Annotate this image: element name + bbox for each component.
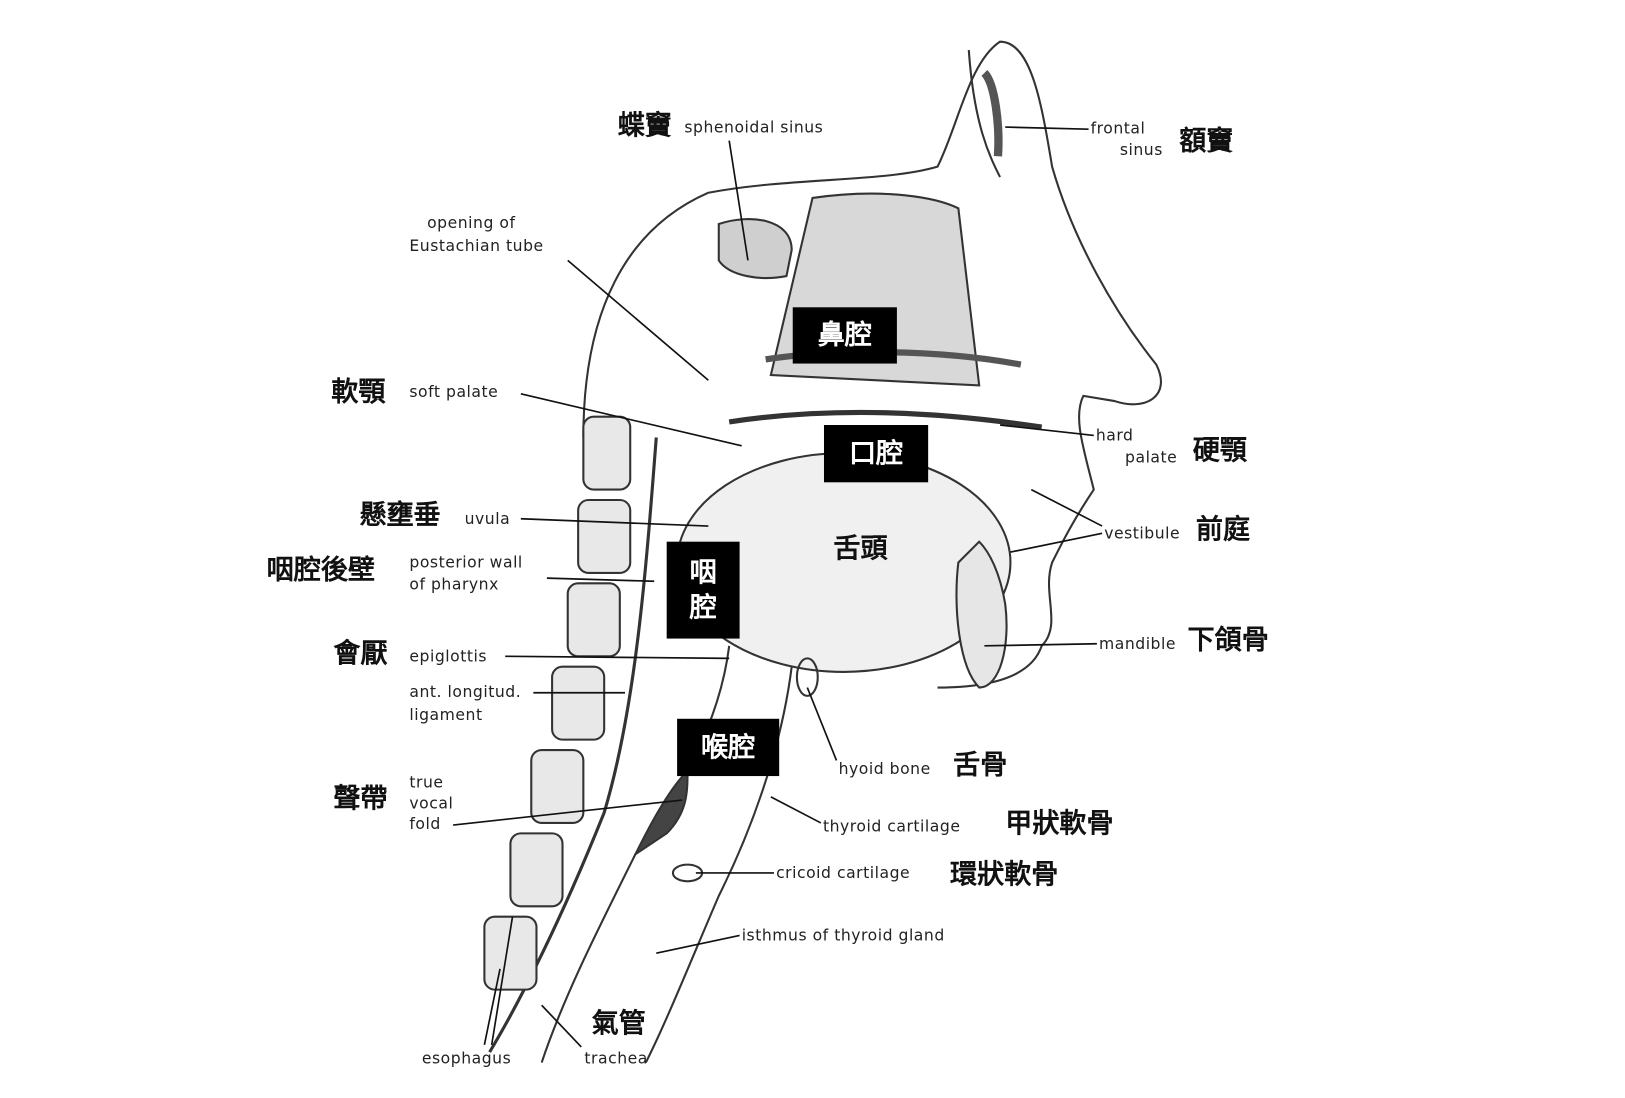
thyroid-cartilage-zh: 甲狀軟骨	[1005, 808, 1114, 840]
pharynx-label: 咽 腔	[666, 541, 740, 639]
leader-lines	[453, 126, 1103, 1048]
larynx-label: 喉腔	[677, 718, 780, 777]
hyoid-en: hyoid bone	[838, 759, 931, 779]
esophagus-en: esophagus	[421, 1048, 512, 1068]
vocal-fold-en-2: vocal	[409, 793, 454, 813]
mandible-shape	[955, 540, 1008, 689]
hyoid-zh: 舌骨	[953, 750, 1008, 782]
soft-palate-en: soft palate	[409, 382, 499, 402]
hard-palate-en-2: palate	[1125, 447, 1178, 467]
vestibule-en: vestibule	[1104, 523, 1181, 543]
sphenoid-sinus-shape	[717, 218, 793, 280]
frontal-sinus-en-1: frontal	[1090, 118, 1146, 138]
mandible-zh: 下頜骨	[1187, 625, 1269, 657]
pharynx-label-line-1: 咽	[689, 556, 717, 589]
posterior-wall-en-1: posterior wall	[409, 553, 523, 572]
isthmus-en: isthmus of thyroid gland	[741, 926, 945, 945]
sphenoidal-sinus-en: sphenoidal sinus	[684, 117, 824, 137]
hard-palate-en-1: hard	[1095, 426, 1134, 445]
eustachian-en-1: opening of	[427, 213, 516, 233]
epiglottis-zh: 會厭	[333, 638, 388, 670]
vocal-fold-en-3: fold	[409, 814, 441, 834]
posterior-wall-zh: 咽腔後壁	[266, 555, 376, 587]
posterior-wall-en-2: of pharynx	[409, 575, 499, 594]
frontal-sinus-zh: 額竇	[1179, 126, 1234, 158]
pharynx-label-line-2: 腔	[689, 592, 717, 624]
uvula-en: uvula	[464, 509, 511, 529]
nasal-cavity-label: 鼻腔	[792, 307, 897, 364]
eustachian-en-2: Eustachian tube	[409, 236, 544, 256]
vocal-fold-en-1: true	[409, 772, 444, 792]
frontal-sinus-en-2: sinus	[1119, 140, 1163, 160]
oral-cavity-label: 口腔	[823, 425, 929, 483]
ligament-en-1: ant. longitud.	[409, 682, 522, 702]
trachea-en: trachea	[584, 1048, 648, 1068]
cervical-vertebrae	[483, 415, 632, 991]
vocal-fold-zh: 聲帶	[333, 783, 388, 815]
uvula-zh: 懸壅垂	[359, 500, 441, 532]
sphenoidal-sinus-zh: 蝶竇	[617, 110, 672, 142]
cricoid-cartilage-zh: 環狀軟骨	[950, 859, 1059, 891]
soft-palate-zh: 軟顎	[331, 377, 386, 409]
thyroid-cartilage-en: thyroid cartilage	[822, 816, 961, 836]
trachea-zh: 氣管	[591, 1008, 646, 1040]
head-outline	[582, 40, 1162, 689]
ligament-en-2: ligament	[409, 705, 483, 724]
frontal-sinus-shape	[981, 69, 1003, 157]
vestibule-zh: 前庭	[1195, 514, 1251, 546]
tongue-label: 舌頭	[833, 533, 888, 565]
hard-palate-zh: 硬顎	[1192, 435, 1247, 467]
mandible-en: mandible	[1098, 634, 1176, 654]
epiglottis-en: epiglottis	[409, 646, 488, 666]
cricoid-cartilage-en: cricoid cartilage	[776, 863, 911, 883]
